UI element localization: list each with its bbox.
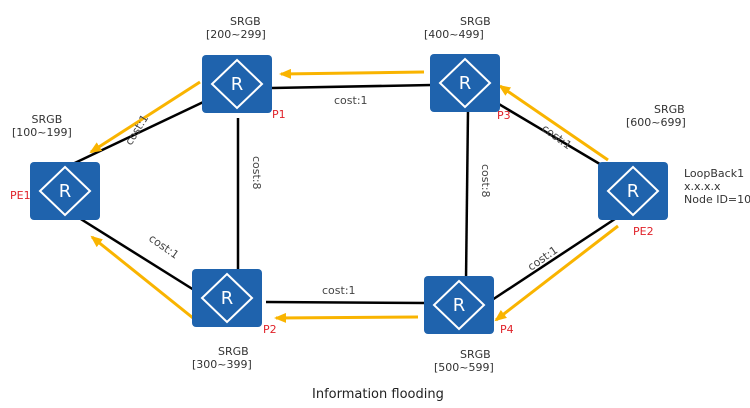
srgb-range: [600~699] xyxy=(626,116,686,129)
svg-text:R: R xyxy=(453,295,466,316)
loopback-address: x.x.x.x xyxy=(684,180,721,193)
srgb-title: SRGB xyxy=(654,103,685,116)
svg-text:R: R xyxy=(231,74,244,95)
router-p1[interactable]: R xyxy=(202,55,272,113)
flood-arrow-pe2-p3 xyxy=(498,84,609,162)
srgb-title: SRGB xyxy=(31,113,63,126)
svg-text:R: R xyxy=(221,288,234,309)
srgb-range: [500~599] xyxy=(434,361,494,374)
router-p3[interactable]: R xyxy=(430,54,500,112)
node-name-p3: P3 xyxy=(497,109,511,122)
srgb-title: SRGB xyxy=(230,15,261,28)
flood-arrow-p2-pe1 xyxy=(90,235,199,324)
router-icon: R xyxy=(606,165,660,217)
srgb-label-pe1: SRGB [100~199] xyxy=(12,113,72,139)
srgb-label-p3: SRGB [400~499] xyxy=(424,15,491,41)
router-icon: R xyxy=(438,57,492,109)
cost-label-p2-p4: cost:1 xyxy=(322,284,356,297)
svg-text:R: R xyxy=(59,181,72,202)
pe2-loopback-info: LoopBack1 x.x.x.x Node ID=10 xyxy=(684,167,750,206)
flood-arrow-p3-p1 xyxy=(279,68,425,79)
link-p4-pe2 xyxy=(491,211,625,302)
router-icon: R xyxy=(210,58,264,110)
cost-label-p3-p4: cost:8 xyxy=(479,164,492,198)
flood-arrow-p1-pe1 xyxy=(89,80,201,154)
srgb-label-pe2: SRGB [600~699] xyxy=(626,103,686,129)
diagram-caption: Information flooding xyxy=(312,387,444,402)
srgb-label-p2: SRGB [300~399] xyxy=(192,345,252,371)
router-pe2[interactable]: R xyxy=(598,162,668,220)
link-p1-p3 xyxy=(271,83,433,90)
srgb-range: [400~499] xyxy=(424,28,484,41)
router-icon: R xyxy=(432,279,486,331)
link-pe1-p1 xyxy=(59,94,217,172)
srgb-label-p1: SRGB [200~299] xyxy=(206,15,266,41)
svg-text:R: R xyxy=(459,73,472,94)
router-p2[interactable]: R xyxy=(192,269,262,327)
cost-label-p1-p3: cost:1 xyxy=(334,94,368,107)
node-name-p4: P4 xyxy=(500,323,514,336)
router-icon: R xyxy=(200,272,254,324)
srgb-title: SRGB xyxy=(460,348,491,361)
svg-text:R: R xyxy=(627,181,640,202)
srgb-title: SRGB xyxy=(460,15,491,28)
node-name-pe2: PE2 xyxy=(633,225,654,238)
router-pe1[interactable]: R xyxy=(30,162,100,220)
cost-label-pe1-p2: cost:1 xyxy=(146,232,181,262)
node-name-p1: P1 xyxy=(272,108,286,121)
flood-arrow-p4-p2 xyxy=(274,312,419,323)
srgb-range: [300~399] xyxy=(192,358,252,371)
srgb-title: SRGB xyxy=(218,345,249,358)
router-icon: R xyxy=(38,165,92,217)
srgb-range: [200~299] xyxy=(206,28,266,41)
link-p2-p4 xyxy=(265,300,427,305)
link-p3-p4 xyxy=(464,109,470,281)
srgb-range: [100~199] xyxy=(12,126,72,139)
node-name-p2: P2 xyxy=(263,323,277,336)
router-p4[interactable]: R xyxy=(424,276,494,334)
loopback-name: LoopBack1 xyxy=(684,167,745,180)
flood-arrow-pe2-p4 xyxy=(494,224,619,322)
srgb-label-p4: SRGB [500~599] xyxy=(434,348,494,374)
node-id: Node ID=10 xyxy=(684,193,750,206)
link-pe1-p2 xyxy=(59,204,211,302)
node-name-pe1: PE1 xyxy=(10,189,31,202)
cost-label-p1-p2: cost:8 xyxy=(250,156,263,190)
